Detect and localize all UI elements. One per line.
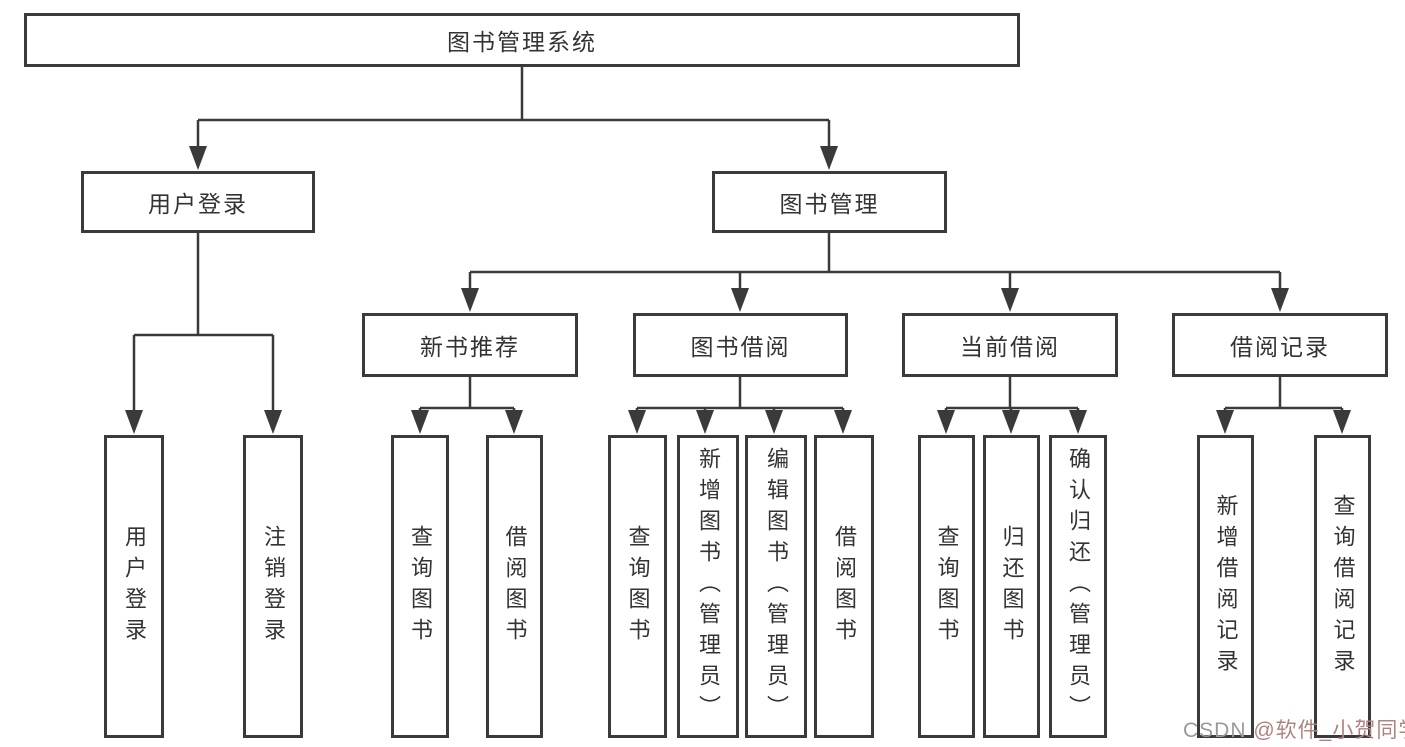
leaf-add-books-admin-label: 新增图书（管理员） bbox=[696, 447, 721, 726]
node-user-login-branch: 用户登录 bbox=[81, 171, 315, 233]
node-current-borrow-label: 当前借阅 bbox=[960, 334, 1060, 360]
leaf-current-query-books: 查询图书 bbox=[918, 435, 975, 738]
leaf-query-borrow-record-label: 查询借阅记录 bbox=[1330, 493, 1356, 680]
node-borrow-records: 借阅记录 bbox=[1172, 313, 1388, 377]
leaf-user-login-label: 用户登录 bbox=[122, 524, 147, 649]
csdn-watermark: CSDN @软件_小贺同学 bbox=[1183, 714, 1405, 744]
leaf-current-query-books-label: 查询图书 bbox=[934, 524, 960, 649]
leaf-add-borrow-record-label: 新增借阅记录 bbox=[1213, 493, 1239, 680]
leaf-query-borrow-record: 查询借阅记录 bbox=[1314, 435, 1371, 738]
node-borrow-records-label: 借阅记录 bbox=[1230, 334, 1330, 360]
leaf-borrow-query-books-label: 查询图书 bbox=[625, 524, 651, 649]
leaf-logout: 注销登录 bbox=[243, 435, 303, 738]
leaf-return-books-label: 归还图书 bbox=[999, 524, 1025, 649]
leaf-confirm-return-admin: 确认归还（管理员） bbox=[1049, 435, 1107, 738]
leaf-user-login: 用户登录 bbox=[104, 435, 164, 738]
leaf-recommend-query-books-label: 查询图书 bbox=[408, 524, 433, 649]
node-book-borrow-label: 图书借阅 bbox=[690, 334, 791, 360]
node-current-borrow: 当前借阅 bbox=[902, 313, 1118, 377]
leaf-edit-books-admin-label: 编辑图书（管理员） bbox=[764, 447, 789, 726]
node-book-borrow: 图书借阅 bbox=[633, 313, 848, 377]
leaf-borrow-books-label: 借阅图书 bbox=[832, 524, 857, 649]
leaf-add-books-admin: 新增图书（管理员） bbox=[677, 435, 739, 738]
leaf-logout-label: 注销登录 bbox=[261, 524, 286, 649]
leaf-borrow-query-books: 查询图书 bbox=[608, 435, 667, 738]
leaf-confirm-return-admin-label: 确认归还（管理员） bbox=[1066, 447, 1091, 726]
node-root-system: 图书管理系统 bbox=[24, 13, 1020, 67]
node-user-login-branch-label: 用户登录 bbox=[148, 191, 248, 217]
csdn-watermark-prefix: CSDN bbox=[1183, 719, 1254, 742]
leaf-add-borrow-record: 新增借阅记录 bbox=[1197, 435, 1254, 738]
node-book-management-branch-label: 图书管理 bbox=[779, 191, 880, 217]
node-new-book-recommend-label: 新书推荐 bbox=[420, 334, 520, 360]
arrowheads bbox=[125, 146, 1351, 434]
leaf-edit-books-admin: 编辑图书（管理员） bbox=[745, 435, 807, 738]
leaf-recommend-borrow-books: 借阅图书 bbox=[486, 435, 543, 738]
leaf-recommend-query-books: 查询图书 bbox=[391, 435, 449, 738]
node-new-book-recommend: 新书推荐 bbox=[362, 313, 578, 377]
csdn-watermark-handle: @软件_小贺同学 bbox=[1253, 719, 1405, 742]
node-book-management-branch: 图书管理 bbox=[712, 171, 947, 233]
leaf-borrow-books: 借阅图书 bbox=[814, 435, 874, 738]
leaf-recommend-borrow-books-label: 借阅图书 bbox=[502, 524, 528, 649]
node-root-system-label: 图书管理系统 bbox=[447, 29, 597, 55]
leaf-return-books: 归还图书 bbox=[983, 435, 1040, 738]
